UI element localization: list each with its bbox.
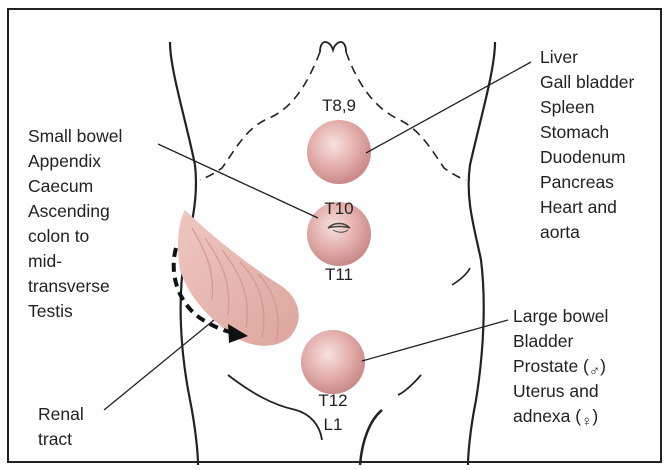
label-line-adnexa: adnexa (♀) [513, 406, 598, 430]
label-line: Stomach [540, 122, 609, 142]
female-symbol: ♀ [581, 413, 592, 430]
male-symbol: ♂ [589, 363, 600, 380]
left-inguinal-line [228, 375, 322, 440]
torso-right-outline [468, 42, 495, 465]
label-line: Bladder [513, 331, 573, 351]
pointer-left-lower [104, 320, 214, 410]
label-line: transverse [28, 276, 110, 296]
label-liver-group: Liver Gall bladder Spleen Stomach Duoden… [540, 47, 635, 242]
label-line: Heart and [540, 197, 617, 217]
label-line: Gall bladder [540, 72, 635, 92]
pointer-right-lower [362, 320, 508, 361]
label-line: Large bowel [513, 306, 608, 326]
suprapubic-pain-circle [301, 330, 365, 394]
label-line-prostate: Prostate (♂) [513, 356, 606, 380]
label-line: colon to [28, 226, 89, 246]
label-line: aorta [540, 222, 580, 242]
right-thigh-line [360, 410, 382, 465]
dermatome-t8-9: T8,9 [322, 96, 356, 115]
right-inguinal-line [398, 375, 421, 395]
pointer-right-upper [366, 62, 531, 153]
dermatome-t10: T10 [324, 199, 353, 218]
label-line: mid- [28, 251, 62, 271]
label-line: Uterus and [513, 381, 599, 401]
dermatome-l1: L1 [324, 415, 343, 434]
label-line: Liver [540, 47, 578, 67]
label-small-bowel-group: Small bowel Appendix Caecum Ascending co… [28, 126, 122, 321]
sternal-notch [320, 42, 346, 52]
label-large-bowel-group: Large bowel Bladder Prostate (♂) Uterus … [513, 306, 608, 430]
label-line: Renal [38, 404, 84, 424]
label-line: Spleen [540, 97, 595, 117]
label-line: Appendix [28, 151, 101, 171]
label-line: Small bowel [28, 126, 122, 146]
label-line: Duodenum [540, 147, 626, 167]
dermatome-t12: T12 [318, 391, 347, 410]
right-flank-crease [452, 268, 470, 285]
pointer-left-upper [158, 144, 318, 218]
label-line: Testis [28, 301, 73, 321]
label-line: Caecum [28, 176, 93, 196]
label-renal-group: Renal tract [38, 404, 84, 449]
flank-pain-band [178, 210, 299, 346]
label-line: Pancreas [540, 172, 614, 192]
label-line: Ascending [28, 201, 110, 221]
epigastric-pain-circle [307, 120, 371, 184]
label-line: tract [38, 429, 72, 449]
dermatome-t11: T11 [325, 265, 353, 284]
rib-margin-left [200, 52, 320, 180]
